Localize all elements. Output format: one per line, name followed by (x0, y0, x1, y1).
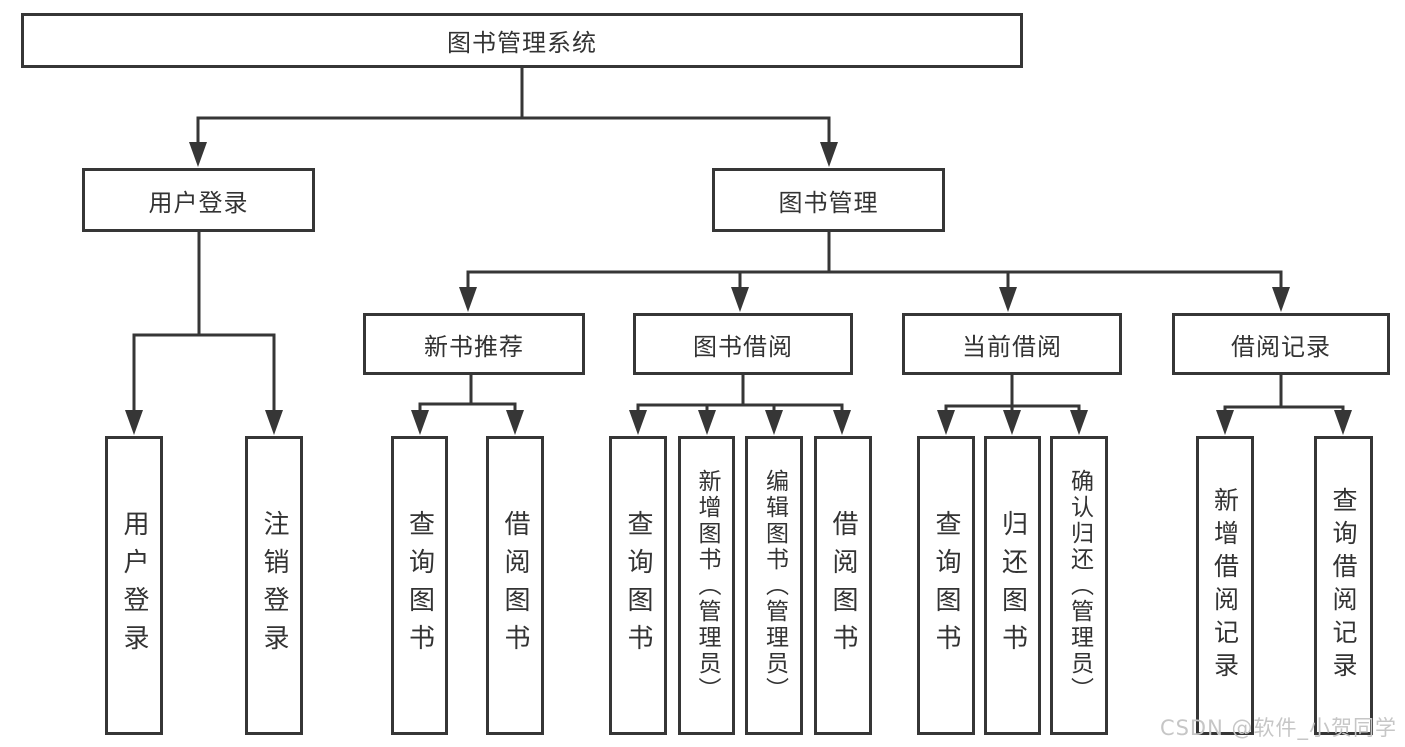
arrowheads (125, 142, 1352, 435)
csdn-watermark: CSDN @软件_小贺同学 (1159, 716, 1397, 740)
node-library-management-system: 图书管理系统 (21, 13, 1023, 68)
leaf-bookborrow-query-book: 查询图书 (609, 436, 667, 735)
leaf-user-login: 用户登录 (105, 436, 163, 735)
leaf-bookborrow-borrow-book: 借阅图书 (814, 436, 872, 735)
leaf-currentborrow-query-book: 查询图书 (917, 436, 975, 735)
leaf-logout: 注销登录 (245, 436, 303, 735)
node-book-borrow: 图书借阅 (633, 313, 853, 375)
node-borrow-record: 借阅记录 (1172, 313, 1390, 375)
node-new-book-recommend: 新书推荐 (363, 313, 585, 375)
leaf-borrowrecord-add-record: 新增借阅记录 (1196, 436, 1254, 735)
leaf-bookborrow-add-book-admin: 新增图书（管理员） (678, 436, 735, 735)
node-book-management: 图书管理 (712, 168, 945, 232)
leaf-newbook-query-book: 查询图书 (391, 436, 448, 735)
leaf-newbook-borrow-book: 借阅图书 (486, 436, 544, 735)
leaf-bookborrow-edit-book-admin: 编辑图书（管理员） (745, 436, 803, 735)
leaf-borrowrecord-query-record: 查询借阅记录 (1314, 436, 1373, 735)
leaf-currentborrow-confirm-return-admin: 确认归还（管理员） (1050, 436, 1108, 735)
leaf-currentborrow-return-book: 归还图书 (984, 436, 1041, 735)
node-current-borrow: 当前借阅 (902, 313, 1122, 375)
node-user-login: 用户登录 (82, 168, 315, 232)
